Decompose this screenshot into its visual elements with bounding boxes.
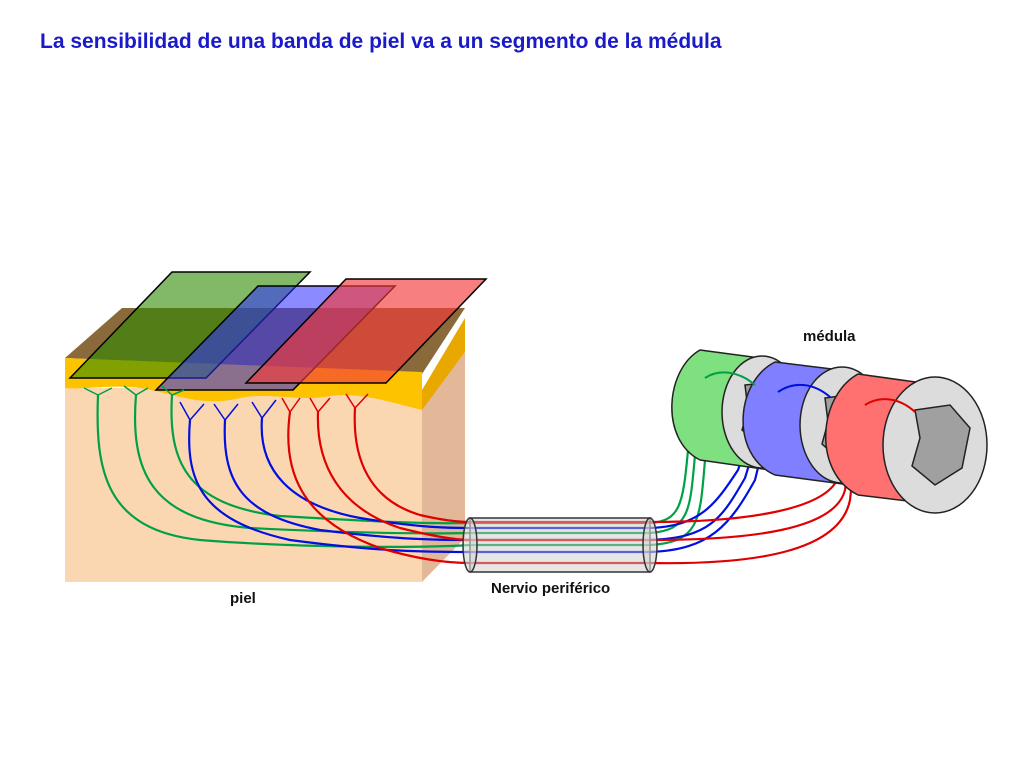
- nerve-sheath: [469, 517, 651, 573]
- peripheral-nerve: [462, 517, 658, 573]
- nerve-end-left: [462, 517, 478, 573]
- cord-segment-red: [825, 373, 988, 514]
- spinal-cord: [671, 349, 988, 514]
- spinal-cord-label: médula: [803, 328, 856, 345]
- peripheral-nerve-label: Nervio periférico: [491, 580, 611, 597]
- slide-title: La sensibilidad de una banda de piel va …: [40, 30, 722, 53]
- dermatome-bands: [68, 271, 488, 391]
- band-red: [244, 278, 488, 384]
- epidermis-side: [422, 318, 465, 410]
- nerve-endings: [83, 385, 369, 421]
- nerve-end-right: [642, 517, 658, 573]
- skin-label: piel: [230, 590, 256, 607]
- skin-side-face: [422, 352, 465, 582]
- skin-front-face: [65, 388, 422, 582]
